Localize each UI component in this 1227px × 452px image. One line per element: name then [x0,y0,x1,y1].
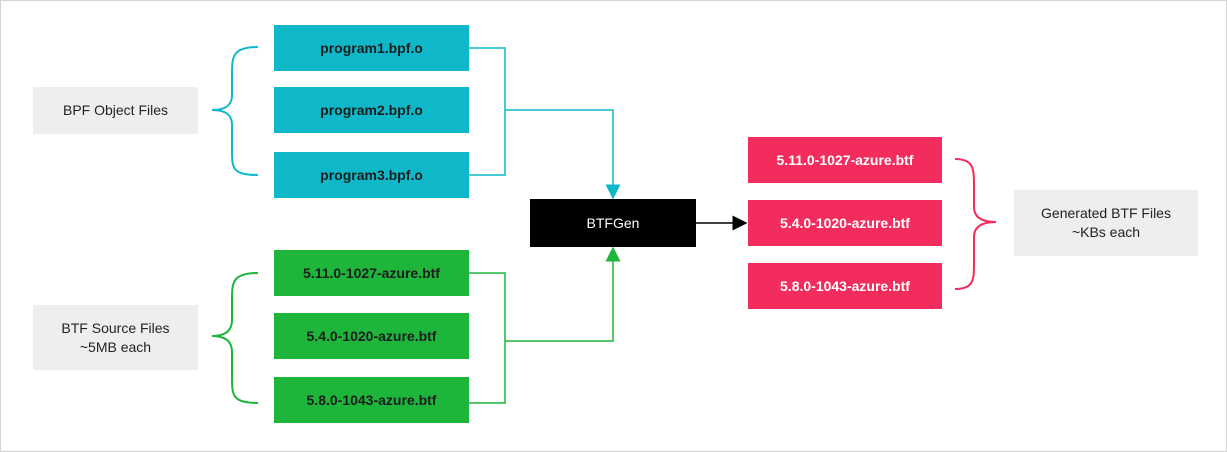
generated-btf-files-label: Generated BTF Files ~KBs each [1014,190,1198,256]
generated-btf-files-title: Generated BTF Files [1041,205,1171,221]
btf-source-file-5-4: 5.4.0-1020-azure.btf [274,313,469,359]
generated-btf-files-size: ~KBs each [1071,224,1141,240]
bpf-object-files-label: BPF Object Files [33,87,198,134]
generated-file-5-4: 5.4.0-1020-azure.btf [748,200,942,246]
bpf-file-program2: program2.bpf.o [274,87,469,133]
generated-file-5-11: 5.11.0-1027-azure.btf [748,137,942,183]
btfgen-label: BTFGen [586,215,640,231]
btf-source-file-5-8: 5.8.0-1043-azure.btf [274,377,469,423]
btf-source-files-size: ~5MB each [79,338,152,355]
btf-connector-top [469,272,506,404]
btf-source-files-label: BTF Source Files ~5MB each [33,305,198,370]
bpf-file-label: program2.bpf.o [320,102,423,118]
btf-connector-feed [505,246,621,342]
btf-source-file-5-11: 5.11.0-1027-azure.btf [274,250,469,296]
btf-source-file-label: 5.11.0-1027-azure.btf [303,265,440,281]
bpf-connector-top [469,47,506,176]
generated-file-5-8: 5.8.0-1043-azure.btf [748,263,942,309]
generated-file-label: 5.8.0-1043-azure.btf [780,278,910,294]
btfgen-box: BTFGen [530,199,696,247]
generated-brace [954,158,997,290]
bpf-brace [211,46,259,176]
bpf-file-program1: program1.bpf.o [274,25,469,71]
bpf-connector-feed [505,109,621,200]
bpf-file-label: program3.bpf.o [320,167,423,183]
btf-source-brace [211,272,259,404]
generated-file-label: 5.4.0-1020-azure.btf [780,215,910,231]
btf-source-file-label: 5.4.0-1020-azure.btf [306,328,437,344]
btf-source-files-title: BTF Source Files [61,319,170,336]
bpf-object-files-text: BPF Object Files [62,102,169,118]
generated-file-label: 5.11.0-1027-azure.btf [776,152,914,168]
bpf-file-label: program1.bpf.o [320,40,423,56]
bpf-file-program3: program3.bpf.o [274,152,469,198]
btf-source-file-label: 5.8.0-1043-azure.btf [306,392,437,408]
